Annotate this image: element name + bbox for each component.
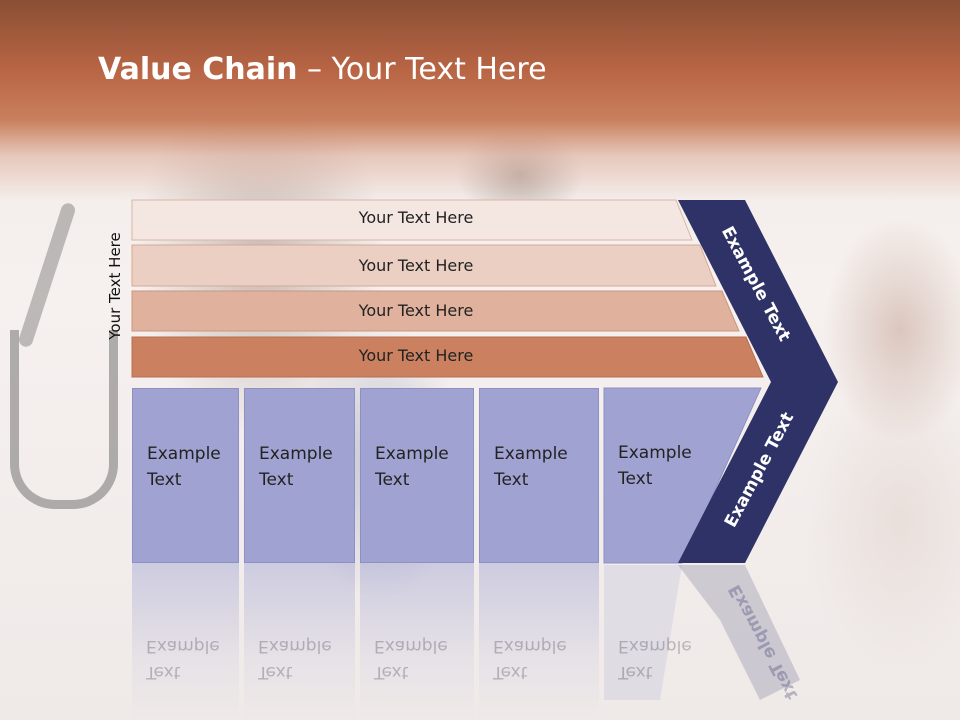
bar-2-label: Your Text Here bbox=[358, 256, 474, 275]
chevron-reflection bbox=[678, 565, 800, 700]
column-5-reflection-shape bbox=[604, 565, 682, 700]
bar-1[interactable] bbox=[131, 199, 693, 241]
column-2-line1: Example bbox=[259, 444, 333, 464]
column-4[interactable]: Example Text bbox=[479, 388, 599, 563]
column-5-line2: Text bbox=[618, 469, 653, 489]
column-2[interactable]: Example Text bbox=[244, 388, 355, 563]
column-4-line2: Text bbox=[494, 470, 529, 490]
column-1[interactable]: Example Text bbox=[132, 388, 239, 563]
column-3-reflection: Text Example bbox=[360, 563, 474, 720]
bar-3[interactable] bbox=[131, 290, 740, 332]
column-1-line1: Example bbox=[147, 444, 221, 464]
bar-4[interactable] bbox=[131, 336, 764, 378]
column-4-reflection-line1: Example bbox=[493, 636, 567, 656]
column-5-text: Example Text bbox=[618, 440, 692, 492]
bar-4-label: Your Text Here bbox=[358, 346, 474, 365]
column-4-text: Example Text bbox=[494, 441, 568, 493]
column-5-line1: Example bbox=[618, 443, 692, 463]
slide-title[interactable]: Value Chain – Your Text Here bbox=[98, 52, 547, 87]
chevron-arrow[interactable] bbox=[678, 200, 838, 563]
title-bold: Value Chain bbox=[98, 52, 298, 87]
column-1-line2: Text bbox=[147, 470, 182, 490]
column-3-reflection-line1: Example bbox=[374, 636, 448, 656]
column-5[interactable]: Example Text bbox=[604, 388, 704, 563]
column-2-reflection: Text Example bbox=[244, 563, 355, 720]
column-5-reflection-line2: Text bbox=[618, 662, 653, 682]
column-4-reflection-text: Text Example bbox=[493, 633, 567, 685]
column-1-text: Example Text bbox=[147, 441, 221, 493]
column-3-reflection-line2: Text bbox=[374, 662, 409, 682]
column-4-reflection-line2: Text bbox=[493, 662, 528, 682]
bar-3-label: Your Text Here bbox=[358, 301, 474, 320]
column-3-line1: Example bbox=[375, 444, 449, 464]
column-3-reflection-text: Text Example bbox=[374, 633, 448, 685]
column-5-reflection: Text Example bbox=[604, 563, 692, 720]
column-2-reflection-text: Text Example bbox=[258, 633, 332, 685]
column-5-reflection-text: Text Example bbox=[618, 633, 692, 685]
column-1-reflection: Text Example bbox=[132, 563, 239, 720]
column-4-line1: Example bbox=[494, 444, 568, 464]
column-1-reflection-line2: Text bbox=[146, 662, 181, 682]
column-5-reflection-line1: Example bbox=[618, 636, 692, 656]
column-1-reflection-line1: Example bbox=[146, 636, 220, 656]
column-4-reflection: Text Example bbox=[479, 563, 599, 720]
column-2-reflection-line2: Text bbox=[258, 662, 293, 682]
bar-1-label: Your Text Here bbox=[358, 208, 474, 227]
column-2-text: Example Text bbox=[259, 441, 333, 493]
title-rest: – Your Text Here bbox=[297, 52, 547, 87]
header-band bbox=[0, 0, 960, 200]
column-2-line2: Text bbox=[259, 470, 294, 490]
column-2-reflection-line1: Example bbox=[258, 636, 332, 656]
column-3[interactable]: Example Text bbox=[360, 388, 474, 563]
column-1-reflection-text: Text Example bbox=[146, 633, 220, 685]
stethoscope bbox=[10, 330, 118, 509]
bar-2[interactable] bbox=[131, 244, 717, 287]
column-3-text: Example Text bbox=[375, 441, 449, 493]
column-3-line2: Text bbox=[375, 470, 410, 490]
